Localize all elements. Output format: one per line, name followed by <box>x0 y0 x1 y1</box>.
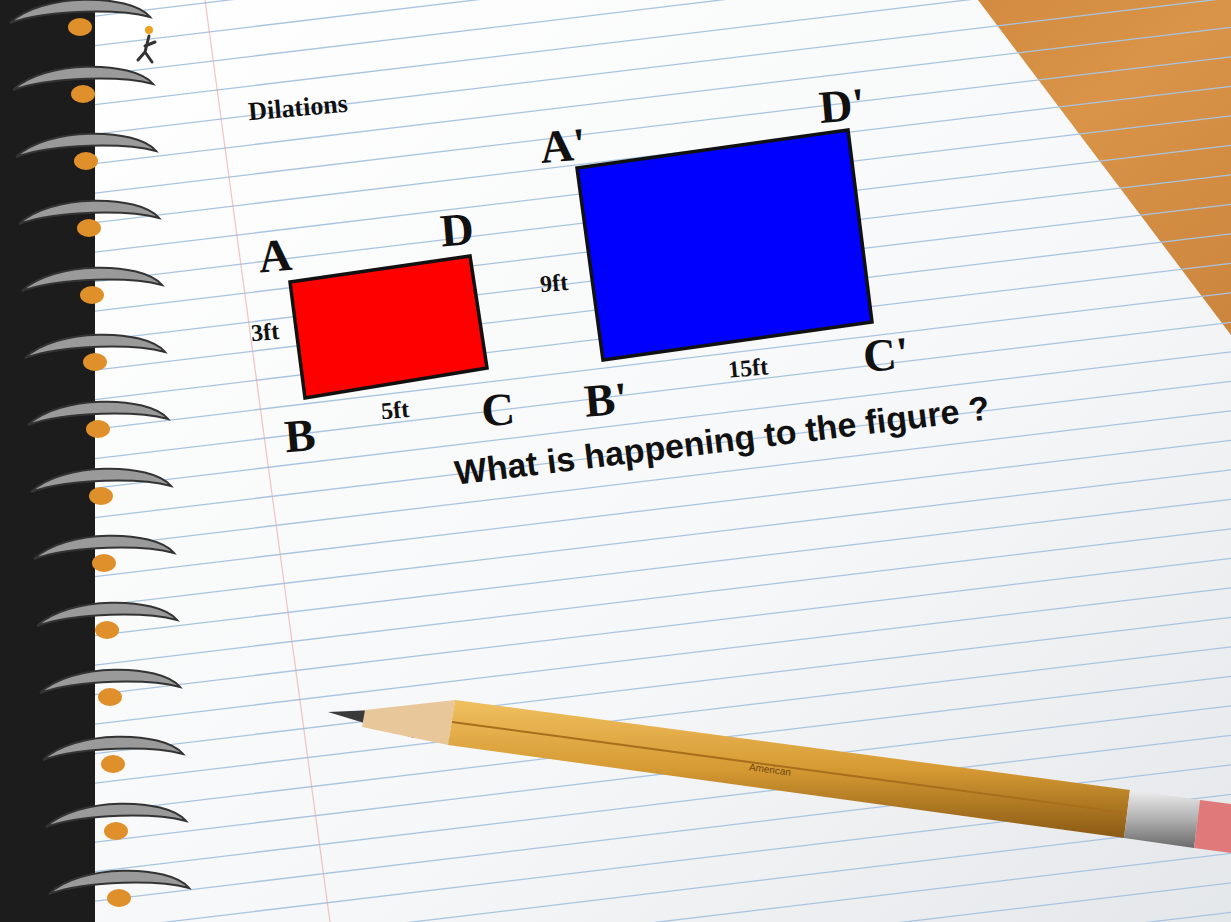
vertex-label: A' <box>538 121 588 171</box>
punch-hole <box>89 487 113 505</box>
dilated-rectangle <box>577 130 872 360</box>
punch-hole <box>86 420 110 438</box>
vertex-label: A <box>256 232 293 281</box>
dimension-label: 9ft <box>539 270 569 296</box>
spiral-ring <box>34 536 174 559</box>
ruled-line <box>95 352 1231 488</box>
ruled-line <box>95 499 1231 635</box>
vertex-label: B <box>283 412 318 460</box>
spiral-ring <box>25 335 165 358</box>
punch-hole <box>95 621 119 639</box>
spiral-ring <box>40 670 180 693</box>
logo-icon <box>138 26 155 62</box>
ruled-line <box>95 0 1231 75</box>
spiral-ring <box>31 469 171 492</box>
spiral-ring <box>19 201 159 224</box>
ruled-line <box>95 588 1231 724</box>
ruled-line <box>95 883 1231 922</box>
vertex-label: D' <box>817 81 867 131</box>
ruled-lines <box>95 0 1231 922</box>
vertex-label: D <box>438 206 475 255</box>
vertex-label: B' <box>582 375 629 425</box>
spiral-ring <box>22 268 162 291</box>
punch-hole <box>107 889 131 907</box>
punch-hole <box>92 554 116 572</box>
ruled-line <box>95 912 1231 922</box>
punch-hole <box>104 822 128 840</box>
spiral-ring <box>28 402 168 425</box>
pencil <box>328 700 1231 853</box>
dimension-label: 5ft <box>380 397 410 423</box>
ruled-line <box>95 27 1231 163</box>
punch-hole <box>101 755 125 773</box>
margin-line <box>205 0 330 922</box>
paper-sheet <box>95 0 1231 922</box>
punch-hole <box>71 85 95 103</box>
spiral-ring <box>16 134 156 157</box>
spiral-binding <box>10 0 189 907</box>
vertex-label: C' <box>861 330 911 380</box>
spiral-ring <box>46 804 186 827</box>
ruled-line <box>95 529 1231 665</box>
ruled-line <box>95 470 1231 606</box>
ruled-line <box>95 0 1231 134</box>
ruled-line <box>95 0 1231 16</box>
spiral-ring <box>49 871 189 894</box>
punch-hole <box>77 219 101 237</box>
punch-hole <box>74 152 98 170</box>
spiral-ring <box>43 737 183 760</box>
original-rectangle <box>290 256 487 398</box>
punch-hole <box>83 353 107 371</box>
punch-hole <box>80 286 104 304</box>
ruled-line <box>95 0 1231 105</box>
vertex-label: C <box>479 386 516 435</box>
spiral-ring <box>13 67 153 90</box>
dimension-label: 3ft <box>250 319 280 345</box>
punch-hole <box>68 18 92 36</box>
ruled-line <box>95 558 1231 694</box>
ruled-line <box>95 853 1231 922</box>
dimension-label: 15ft <box>727 354 769 381</box>
punch-hole <box>98 688 122 706</box>
spiral-ring <box>10 0 150 23</box>
spiral-ring <box>37 603 177 626</box>
ruled-line <box>95 824 1231 922</box>
